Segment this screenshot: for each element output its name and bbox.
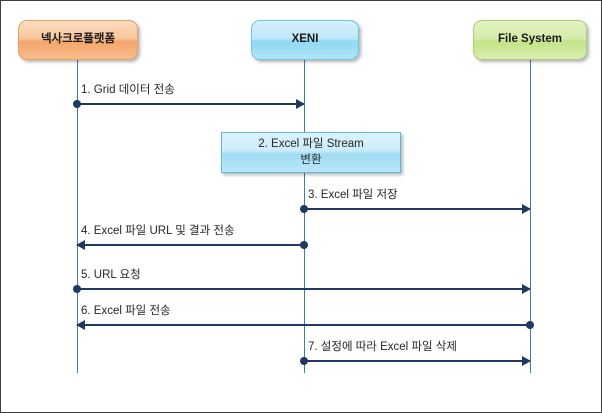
message-1-origin-dot xyxy=(73,100,81,108)
message-1-arrowhead-icon xyxy=(296,99,305,109)
participant-xeni[interactable]: XENI xyxy=(251,20,359,60)
message-7-arrowhead-icon xyxy=(522,356,531,366)
participant-filesystem-label: File System xyxy=(498,33,562,46)
participant-nexacro[interactable]: 넥사크로플랫폼 xyxy=(18,20,138,60)
message-7-line xyxy=(304,360,530,362)
message-3-arrowhead-icon xyxy=(522,204,531,214)
message-4-arrowhead-icon xyxy=(76,240,85,250)
message-5-arrowhead-icon xyxy=(522,284,531,294)
lifeline-filesystem xyxy=(530,60,531,373)
lifeline-nexacro xyxy=(77,60,78,373)
message-3-origin-dot xyxy=(300,205,308,213)
note-line-2: 변환 xyxy=(300,153,322,166)
message-3-label: 3. Excel 파일 저장 xyxy=(308,189,398,202)
message-7-origin-dot xyxy=(300,357,308,365)
message-1-label: 1. Grid 데이터 전송 xyxy=(81,84,175,97)
message-6-origin-dot xyxy=(526,321,534,329)
participant-xeni-label: XENI xyxy=(291,33,319,46)
note-excel-stream-conversion[interactable]: 2. Excel 파일 Stream 변환 xyxy=(221,132,401,173)
note-line-1: 2. Excel 파일 Stream xyxy=(258,137,364,150)
message-5-label: 5. URL 요청 xyxy=(81,269,141,282)
message-5-line xyxy=(77,288,530,290)
message-4-origin-dot xyxy=(300,241,308,249)
message-4-line xyxy=(77,244,304,246)
participant-nexacro-label: 넥사크로플랫폼 xyxy=(40,33,116,46)
message-1-line xyxy=(77,103,304,105)
participant-filesystem[interactable]: File System xyxy=(473,20,587,60)
message-3-line xyxy=(304,208,530,210)
message-7-label: 7. 설정에 따라 Excel 파일 삭제 xyxy=(308,341,457,354)
message-4-label: 4. Excel 파일 URL 및 결과 전송 xyxy=(81,225,235,238)
message-6-arrowhead-icon xyxy=(76,320,85,330)
message-6-label: 6. Excel 파일 전송 xyxy=(81,305,171,318)
message-5-origin-dot xyxy=(73,285,81,293)
note-text: 2. Excel 파일 Stream 변환 xyxy=(258,137,364,168)
lifeline-xeni xyxy=(304,60,305,373)
message-6-line xyxy=(77,324,530,326)
